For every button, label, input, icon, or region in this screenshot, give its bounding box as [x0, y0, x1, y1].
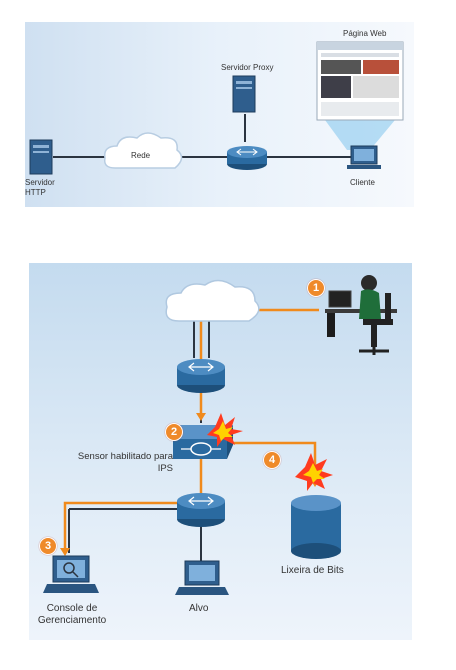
- web-page-label: Página Web: [343, 29, 387, 38]
- explosion-sensor-icon: [207, 413, 243, 447]
- network-cloud-icon: [103, 132, 183, 169]
- attacker-workstation-icon: [325, 275, 397, 355]
- ips-diagram: 1 2 3 4 Sensor habilitado para IPS Lixei…: [29, 263, 412, 640]
- management-console-label: Console de Gerenciamento: [37, 603, 107, 626]
- web-page-screenshot: [316, 41, 404, 121]
- router-bottom-icon: [177, 493, 225, 527]
- step-badge-2: 2: [165, 423, 183, 441]
- proxy-server-icon: [232, 75, 256, 113]
- router-icon: [227, 146, 267, 170]
- http-server-label: Servidor HTTP: [25, 178, 55, 197]
- step-badge-3: 3: [39, 537, 57, 555]
- step-badge-1: 1: [307, 279, 325, 297]
- router-top-icon: [177, 359, 225, 393]
- http-server-icon: [29, 139, 53, 175]
- bit-bucket-label: Lixeira de Bits: [281, 565, 344, 576]
- client-pc-icon: [347, 145, 381, 169]
- management-console-icon: [43, 555, 99, 593]
- ips-sensor-label: Sensor habilitado para IPS: [77, 451, 173, 474]
- step-badge-4: 4: [263, 451, 281, 469]
- cloud-icon: [165, 279, 260, 322]
- explosion-bit-bucket-icon: [295, 453, 333, 491]
- proxy-server-label: Servidor Proxy: [221, 63, 274, 72]
- target-laptop-icon: [175, 560, 229, 595]
- network-label: Rede: [131, 151, 151, 160]
- bit-bucket-icon: [291, 495, 341, 559]
- client-label: Cliente: [350, 178, 375, 187]
- proxy-server-diagram: Servidor HTTP Rede Servidor Proxy Client…: [25, 22, 414, 207]
- target-label: Alvo: [189, 603, 209, 614]
